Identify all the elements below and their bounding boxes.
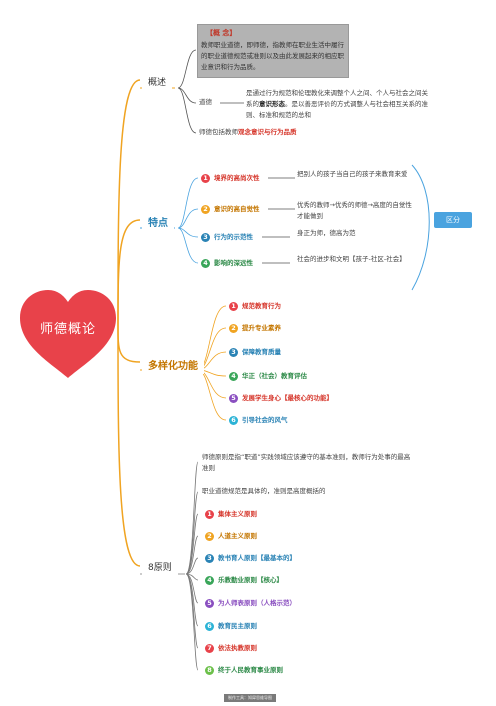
concept-tag: 【概 念】 [206,29,237,37]
branch-bayuanze[interactable]: 8原则 [142,558,178,575]
duoyang-item-3[interactable]: 保障教育质量 [242,348,281,356]
tedian-number-2: 2 [201,205,210,214]
baokuo-item[interactable]: 师德包括教师观念意识与行为品质 [199,127,297,138]
center-topic[interactable]: 师德概论 [39,322,96,337]
bayuanze-number-2: 2 [205,532,214,541]
bayuanze-item-6[interactable]: 教育民主原则 [218,622,257,630]
tedian-desc-4: 社会的进步和文明【孩子-社区-社会】 [297,255,406,263]
duoyang-item-6[interactable]: 引导社会的风气 [242,416,288,424]
bayuanze-item-8[interactable]: 终于人民教育事业原则 [218,666,283,674]
daode-label[interactable]: 道德 [199,98,212,106]
daode-desc: 是通过行为规范和伦理教化来调整个人之间、个人与社会之间关系的意识形态。是以善恶评… [246,88,434,121]
footer-watermark: 制作工具：知犀思维导图 [224,694,276,702]
baokuo-text: 师德包括教师 [199,128,238,136]
baokuo-red: 观念意识与行为品质 [238,128,297,136]
bayuanze-number-4: 4 [205,576,214,585]
tedian-item-3[interactable]: 行为的示范性 [214,233,253,241]
branch-gaishu[interactable]: 概述 [142,73,173,90]
duoyang-item-2[interactable]: 提升专业素养 [242,324,281,332]
bayuanze-item-7[interactable]: 依法执教原则 [218,644,257,652]
bayuanze-item-3[interactable]: 教书育人原则【最基本的】 [218,554,296,562]
daode-desc-bold: 意识形态 [259,100,285,108]
duoyang-item-4[interactable]: 华正（社会）教育评估 [242,372,307,380]
bayuanze-intro-2[interactable]: 职业道德规范是具体的，准则是高度概括的 [202,487,326,495]
tedian-desc-1: 把别人的孩子当自己的孩子来教育来爱 [297,170,408,178]
duoyang-number-2: 2 [229,324,238,333]
bayuanze-number-8: 8 [205,666,214,675]
tedian-number-4: 4 [201,259,210,268]
bayuanze-number-3: 3 [205,554,214,563]
bayuanze-number-1: 1 [205,510,214,519]
bayuanze-item-5[interactable]: 为人师表原则（人格示范） [218,599,296,607]
bayuanze-intro-1[interactable]: 师德原则是指“职道”实践领域应该遵守的基本准则，教师行为处事的最高准则 [202,453,411,472]
bayuanze-number-7: 7 [205,644,214,653]
branch-tedian[interactable]: 特点 [142,212,174,231]
duoyang-item-1[interactable]: 规范教育行为 [242,302,281,310]
bayuanze-item-1[interactable]: 集体主义原则 [218,510,257,518]
duoyang-item-5[interactable]: 发展学生身心【最核心的功能】 [242,394,333,402]
duoyang-number-6: 6 [229,416,238,425]
duoyang-number-3: 3 [229,348,238,357]
bayuanze-item-2[interactable]: 人道主义原则 [218,532,257,540]
qubie-tag[interactable]: 区分 [434,212,472,228]
tedian-desc-2: 优秀的教师→优秀的师德→高度的自觉性才能做到 [297,201,412,220]
tedian-item-4[interactable]: 影响的深远性 [214,259,253,267]
heart-shape [20,290,116,378]
duoyang-number-5: 5 [229,394,238,403]
tedian-number-3: 3 [201,233,210,242]
duoyang-number-1: 1 [229,302,238,311]
daode-desc-2: 。是以善恶评价的方式调整人与社会相互关系的准则、标准和规范的总和 [246,100,428,119]
branch-duoyang[interactable]: 多样化功能 [142,355,204,374]
tedian-number-1: 1 [201,174,210,183]
daode-desc-1: 是通过行为规范和伦理教化来调整个人之间、个人与社会之间关系的 [246,89,428,108]
tedian-desc-3: 身正为师，德高为范 [297,229,356,237]
concept-body: 教师职业道德，即师德，指教师在职业生活中履行的职业道德规范或准则以及由此发展起来… [201,41,344,71]
tedian-item-1[interactable]: 境界的高尚次性 [214,174,260,182]
tedian-item-2[interactable]: 意识的高自觉性 [214,205,260,213]
concept-box [197,24,349,78]
bayuanze-item-4[interactable]: 乐教勤业原则【核心】 [218,576,283,584]
duoyang-number-4: 4 [229,372,238,381]
bayuanze-number-6: 6 [205,622,214,631]
bayuanze-number-5: 5 [205,599,214,608]
